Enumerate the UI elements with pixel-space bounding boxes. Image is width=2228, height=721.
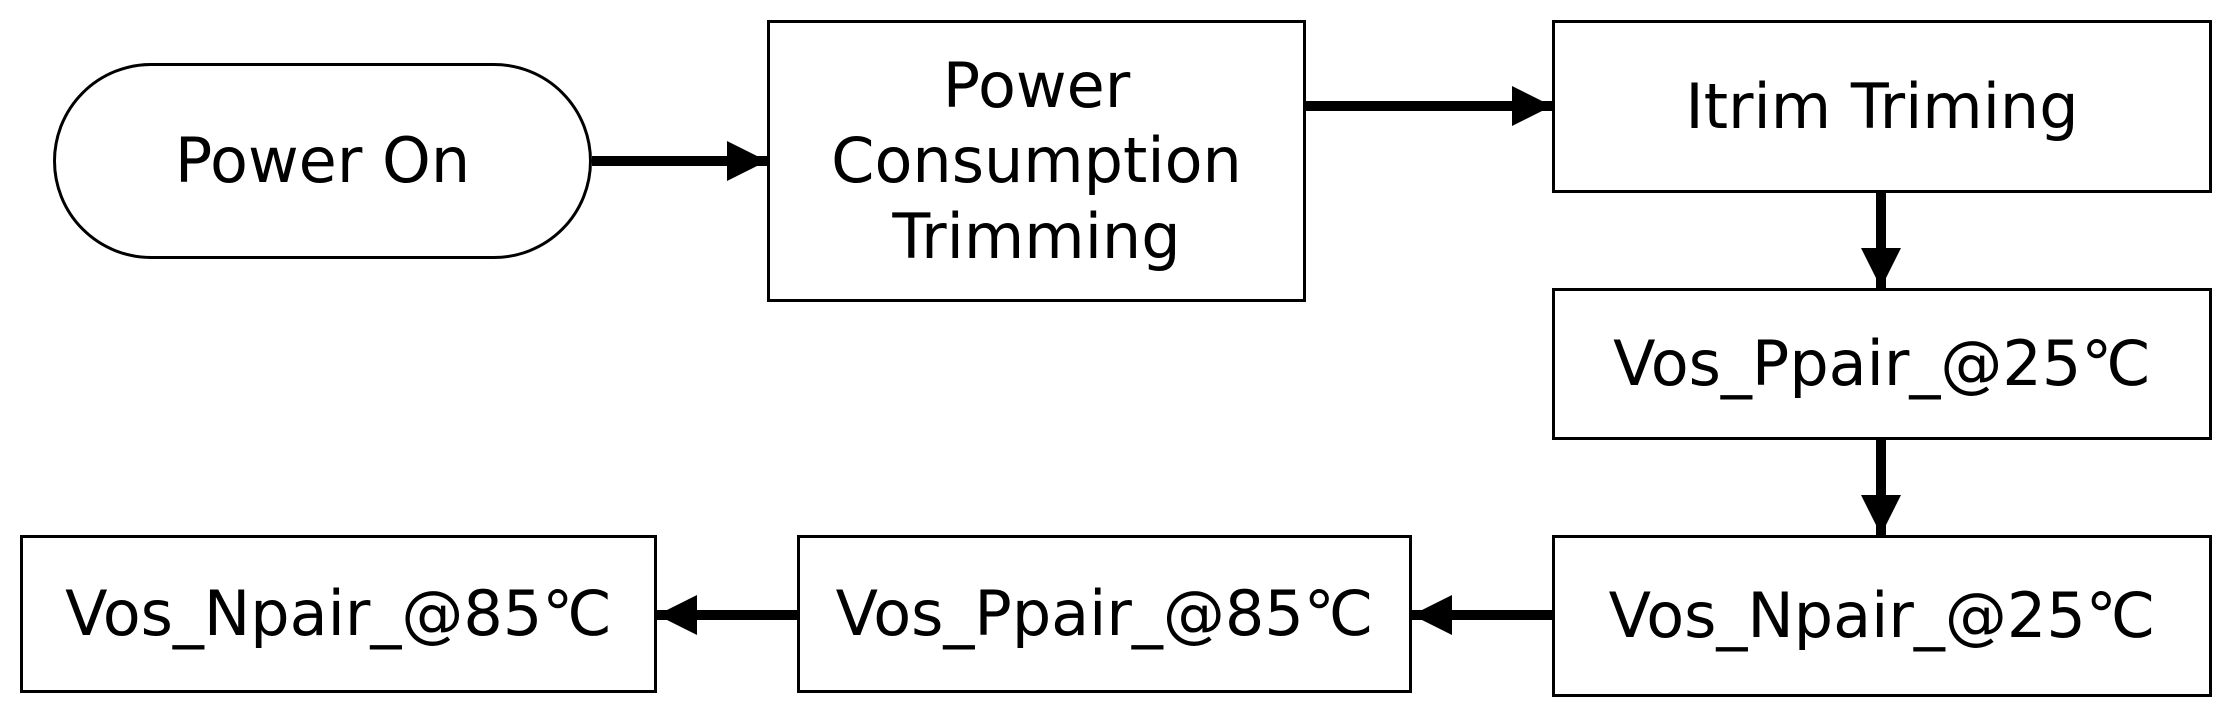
node-label: Itrim Triming (1685, 69, 2079, 143)
node-label: Vos_Npair_@25℃ (1608, 579, 2156, 653)
node-label-line-3: Trimming (892, 199, 1181, 273)
node-power-consumption-trimming: Power Consumption Trimming (767, 20, 1306, 302)
node-label: Power On (174, 124, 471, 198)
node-vos-ppair-85: Vos_Ppair_@85℃ (797, 535, 1412, 693)
node-vos-ppair-25: Vos_Ppair_@25℃ (1552, 288, 2212, 440)
node-label: Vos_Ppair_@25℃ (1613, 327, 2151, 401)
node-label: Vos_Npair_@85℃ (65, 577, 612, 651)
node-vos-npair-25: Vos_Npair_@25℃ (1552, 535, 2212, 697)
node-label-line-2: Consumption (831, 124, 1242, 198)
node-label: Vos_Ppair_@85℃ (835, 577, 1374, 651)
node-itrim-triming: Itrim Triming (1552, 20, 2212, 193)
node-vos-npair-85: Vos_Npair_@85℃ (20, 535, 657, 693)
node-label-line-1: Power (942, 48, 1131, 122)
node-power-on: Power On (53, 63, 592, 259)
